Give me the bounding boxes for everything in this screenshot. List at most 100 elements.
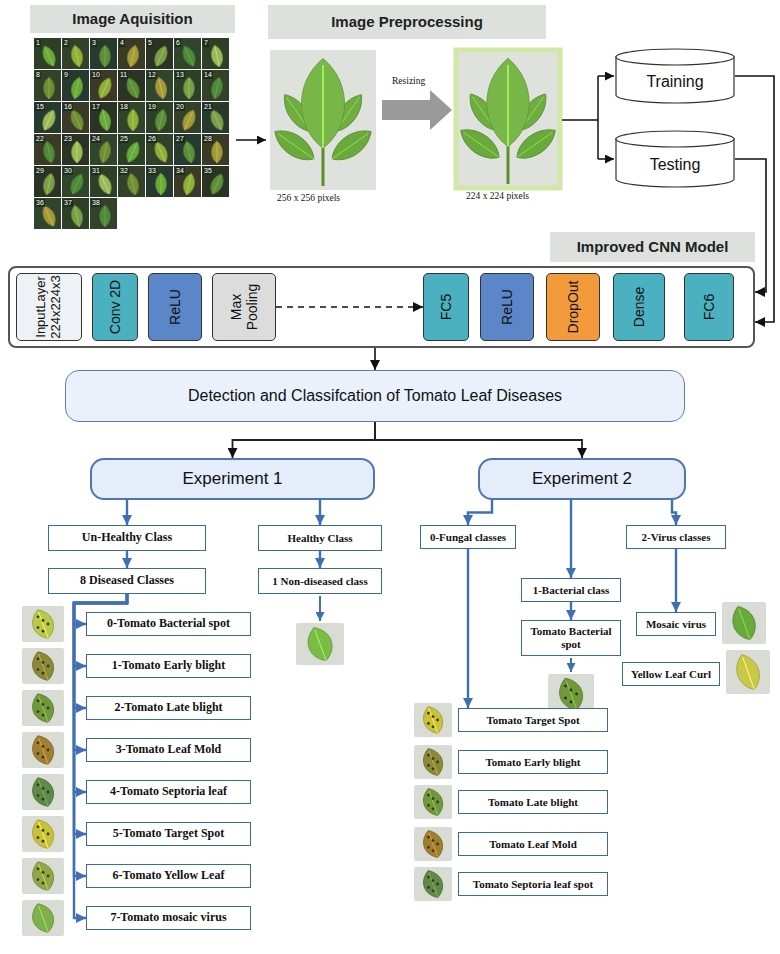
layer-block: Dense (613, 273, 665, 341)
image-number: 3 (91, 39, 97, 47)
leaf-spot (37, 710, 40, 713)
leaf-spot (42, 745, 45, 748)
leaf-spot (37, 615, 40, 618)
image-number: 5 (147, 39, 153, 47)
leaf-vein (75, 79, 79, 99)
leaf-vein (157, 143, 165, 162)
leaflet (44, 77, 55, 99)
leaf-spot (37, 867, 40, 870)
group-box: 0-Fungal classes (420, 525, 516, 549)
disease-box: Tomato Late blight (458, 790, 608, 814)
leaflet (209, 76, 224, 100)
layer-block: ReLU (148, 273, 202, 341)
leaf-vein (101, 79, 109, 98)
leaflet (125, 44, 140, 68)
image-number: 34 (175, 167, 185, 175)
grid-cell (90, 134, 117, 165)
node-text: Tomato Septoria leaf spot (473, 878, 593, 891)
leaf-photo (22, 732, 64, 768)
node-text: 6-Tomato Yellow Leaf (113, 869, 225, 883)
leaf-photo (455, 50, 561, 188)
node-text: 8 Diseased Classes (80, 574, 174, 588)
caption-label: 224 x 224 pixels (466, 191, 529, 201)
leaf-vein (103, 143, 107, 163)
layout-arrow (598, 158, 614, 160)
leaf-photo (722, 602, 766, 644)
leaf-vein (49, 79, 50, 99)
leaf-shape (180, 108, 199, 133)
task-box: Detection and Classifcation of Tomato Le… (65, 370, 685, 422)
image-number: 16 (63, 103, 73, 111)
leaf-shape (184, 77, 195, 99)
grid-cell (62, 166, 89, 197)
leaf-shape (124, 76, 143, 101)
leaf-photo (414, 703, 452, 737)
dataset-cylinder: Testing (615, 130, 735, 188)
leaf-spot (47, 623, 50, 626)
leaflet (68, 172, 87, 197)
group-box: 1-Bacterial class (521, 578, 621, 602)
photo-ground (22, 648, 64, 684)
grid-cell (118, 134, 145, 165)
node-text: DropOut (565, 275, 581, 339)
leaf-spot (42, 630, 45, 633)
leaf-vein (131, 175, 135, 195)
split-line (562, 76, 598, 159)
image-number: 35 (203, 167, 213, 175)
node-text: 3-Tomato Leaf Mold (116, 743, 222, 757)
leaf-shape (125, 172, 140, 196)
leaf-shape (732, 651, 765, 693)
node-text: Image Aquisition (72, 10, 192, 27)
leaf-photo (22, 900, 64, 936)
leaf-spot (42, 871, 45, 874)
group-box: 2-Virus classes (626, 525, 726, 549)
leaf-shape (68, 172, 87, 197)
node-text: ReLU (167, 275, 183, 339)
photo-ground (22, 900, 64, 936)
leaflet (732, 651, 765, 693)
grid-cell (146, 134, 173, 165)
image-number: 36 (35, 199, 45, 207)
photo-ground (726, 650, 770, 694)
model-container: Improved CNN ModelInputLayer 224x224x3Co… (8, 266, 755, 348)
leaflet (28, 648, 58, 683)
grid-cell (146, 70, 173, 101)
leaf-vein (39, 738, 49, 764)
leaf-vein (213, 175, 221, 194)
grid-cell (174, 70, 201, 101)
disease-box: 4-Tomato Septoria leaf (86, 780, 251, 804)
leaf-vein (743, 657, 755, 689)
leaf-spot (42, 798, 45, 801)
class-box: 1 Non-diseased class (258, 568, 382, 594)
leaf-shape (419, 867, 446, 900)
leaf-spot (37, 878, 40, 881)
leaf-spot (47, 875, 50, 878)
leaf-shape (41, 140, 56, 164)
image-number: 25 (119, 135, 129, 143)
leaf-photo (269, 50, 377, 190)
leaf-vein (133, 111, 134, 131)
grid-cell (62, 198, 89, 229)
leaf-shape (28, 690, 58, 725)
leaf-vein (507, 65, 509, 147)
class-box: Healthy Class (258, 525, 382, 551)
leaf-shape (96, 172, 115, 197)
grid-cell (34, 38, 61, 69)
grid-cell (90, 102, 117, 133)
leaf-shape (100, 45, 111, 67)
image-number: 1 (35, 39, 41, 47)
leaf-shape (728, 603, 760, 643)
image-number: 12 (147, 71, 157, 79)
leaf-spot (432, 725, 435, 728)
experiment-box: Experiment 2 (478, 458, 686, 500)
cylinder-top (616, 131, 734, 147)
leaf-shape (44, 77, 55, 99)
node-text: 0-Fungal classes (430, 531, 506, 544)
connector-arrow (672, 500, 676, 525)
leaf-vein (215, 79, 219, 99)
leaf-photo (22, 690, 64, 726)
leaflet (125, 172, 140, 196)
node-text: Image Preprocessing (331, 13, 483, 30)
photo-grid (34, 38, 229, 229)
layer-block: InputLayer 224x224x3 (16, 273, 82, 341)
